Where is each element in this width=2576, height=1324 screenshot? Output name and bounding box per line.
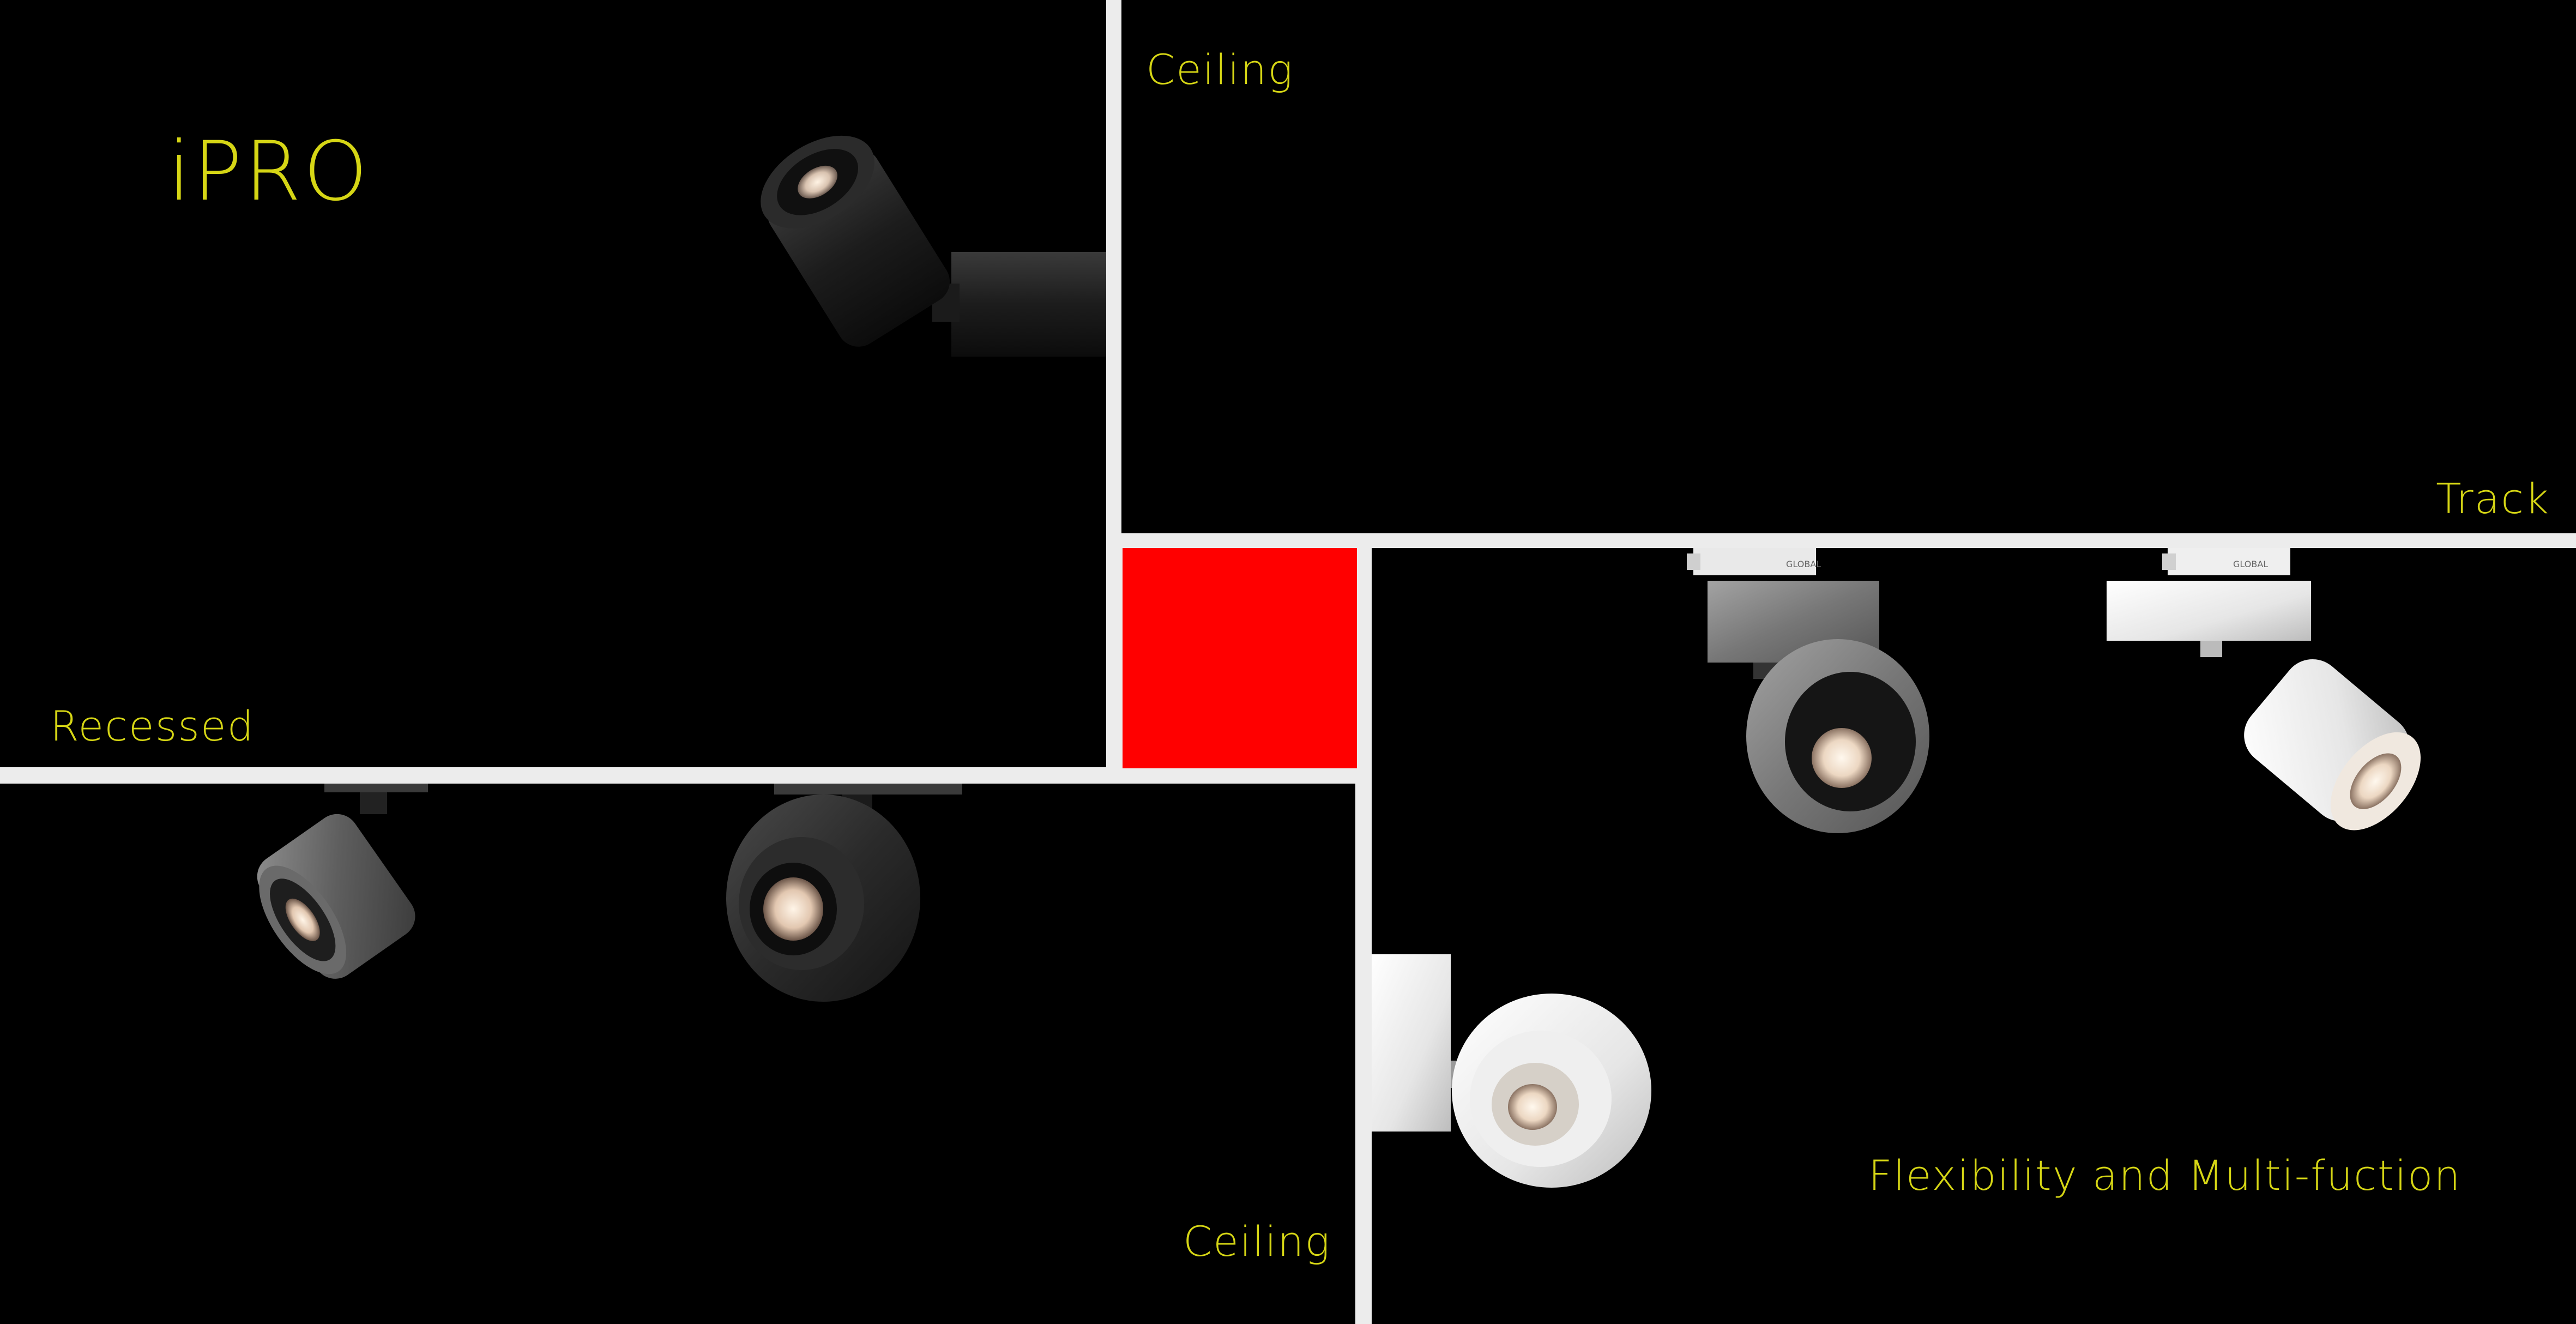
label-ceiling-top: Ceiling bbox=[1146, 45, 1294, 94]
label-recessed: Recessed bbox=[50, 702, 255, 750]
panel-recessed: iPRO Recessed bbox=[0, 0, 1106, 767]
track-spotlights-group: GLOBAL GLOBAL bbox=[1372, 548, 2421, 1188]
label-ceiling-bottom: Ceiling bbox=[1183, 1217, 1331, 1266]
panel-flexibility: Flexibility and Multi-fuction bbox=[1372, 548, 2576, 1324]
wall-mounted-white-round-spotlight bbox=[1372, 954, 1651, 1188]
brand-logo-text: iPRO bbox=[168, 124, 370, 219]
wall-mounted-black-spotlight bbox=[761, 135, 1106, 357]
track-white-cylinder-spotlight: GLOBAL bbox=[2107, 548, 2421, 830]
recessed-black-round-spotlight bbox=[726, 784, 962, 1002]
label-track: Track bbox=[2436, 474, 2550, 523]
red-accent-block bbox=[1123, 548, 1357, 768]
track-adapter-label: GLOBAL bbox=[1786, 559, 1821, 569]
label-flexibility: Flexibility and Multi-fuction bbox=[1868, 1151, 2462, 1200]
track-silver-round-spotlight: GLOBAL bbox=[1687, 548, 1929, 833]
panel-ceiling-track: Ceiling Track bbox=[1121, 0, 2576, 533]
recessed-silver-cylinder-spotlight bbox=[257, 784, 428, 979]
panel-ceiling-bottom: Ceiling bbox=[0, 784, 1355, 1324]
ceiling-spotlights-group bbox=[257, 784, 962, 1002]
track-adapter-label-2: GLOBAL bbox=[2233, 559, 2268, 569]
